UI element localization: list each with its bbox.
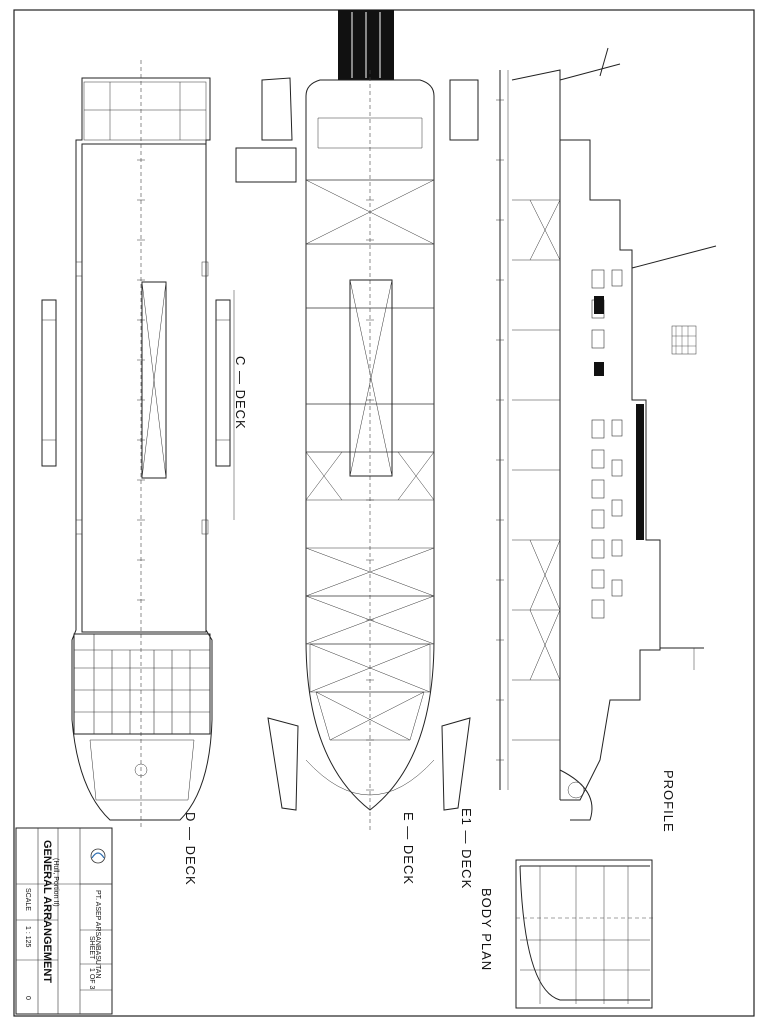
title-block-revision: 0 <box>24 996 31 1000</box>
title-block-scale-label: SCALE <box>24 888 31 911</box>
c-deck-strips <box>41 290 235 520</box>
label-e-deck: E — DECK <box>401 812 416 885</box>
title-block-scale-value: 1 : 125 <box>24 926 31 948</box>
title-block-drawing-title: GENERAL ARRANGEMENT <box>41 840 53 983</box>
d-deck-plan <box>71 60 213 830</box>
title-block-subtitle: (Hull, Portion II) <box>52 858 59 907</box>
label-profile: PROFILE <box>661 770 676 833</box>
label-e1-deck: E1 — DECK <box>459 808 474 889</box>
profile-elevation <box>496 47 717 821</box>
e-deck-plan <box>235 10 479 830</box>
label-body-plan: BODY PLAN <box>479 888 494 971</box>
label-d-deck: D — DECK <box>183 812 198 886</box>
company-logo <box>90 848 106 864</box>
title-block-sheet-label: SHEET <box>88 936 95 960</box>
title-block <box>15 827 113 1015</box>
body-plan <box>515 859 656 1009</box>
title-block-sheet-value: 1 OF 3 <box>88 968 95 990</box>
label-c-deck: C — DECK <box>233 356 248 430</box>
title-block-company: PT. ASEP ARSANBASUTAN <box>94 890 101 978</box>
